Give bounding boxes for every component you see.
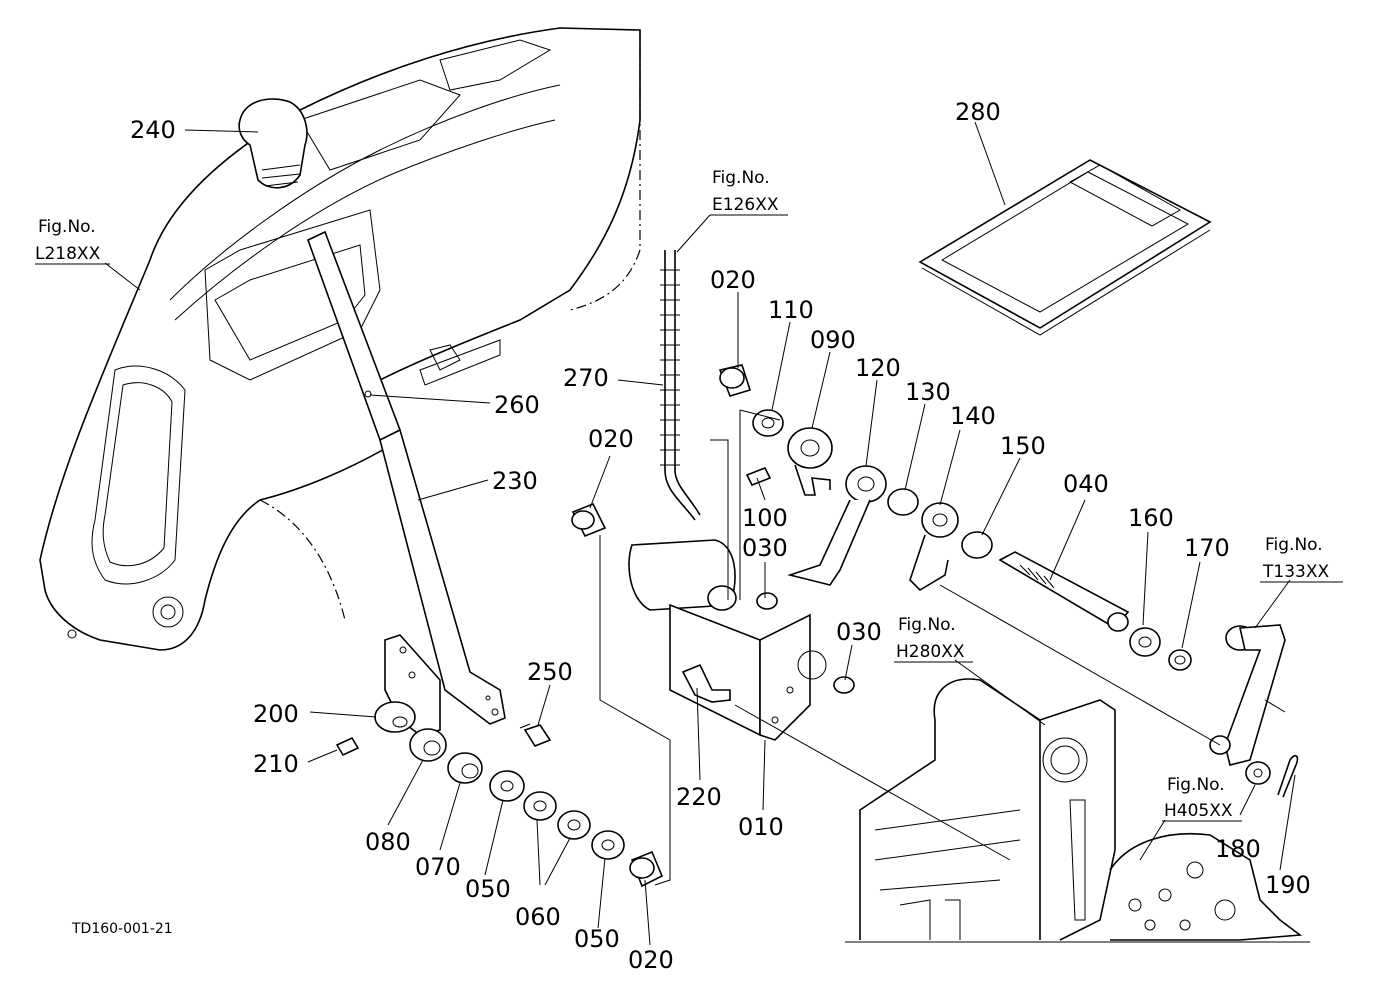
pin-210 (335, 736, 360, 757)
part-label-030-b: 030 (836, 618, 882, 646)
manual-280 (918, 159, 1212, 336)
assembly-lines (599, 409, 1221, 886)
part-label-230: 230 (492, 467, 538, 495)
bushing-020-b (571, 502, 607, 538)
part-label-250: 250 (527, 658, 573, 686)
bolt-250 (519, 723, 552, 747)
hydraulic-housing (845, 678, 1310, 943)
bushing-030-b (833, 676, 855, 694)
part-label-180: 180 (1215, 835, 1261, 863)
cable-270 (660, 250, 701, 521)
linkage-lever-t133 (1209, 624, 1286, 766)
part-label-120: 120 (855, 354, 901, 382)
part-label-080: 080 (365, 828, 411, 856)
part-label-060: 060 (515, 903, 561, 931)
figref-e126-line1: Fig.No. (712, 168, 770, 188)
drawing-id: TD160-001-21 (71, 921, 173, 937)
figref-t133: Fig.No. T133XX (1260, 535, 1343, 583)
figref-l218-line1: Fig.No. (38, 217, 96, 237)
lever-grip-240 (238, 98, 308, 189)
bushing-020-c (629, 850, 664, 888)
part-label-090: 090 (810, 326, 856, 354)
figref-t133-line2: T133XX (1262, 562, 1329, 582)
part-label-110: 110 (768, 296, 814, 324)
cotter-pin-190 (1277, 754, 1299, 798)
part-label-220: 220 (676, 783, 722, 811)
part-label-260: 260 (494, 391, 540, 419)
spring-washer-060 (523, 791, 591, 840)
leader-lines (104, 121, 1296, 946)
main-bracket-010 (628, 539, 827, 741)
washer-160 (1129, 627, 1161, 657)
washer-050-a (489, 770, 525, 802)
bushing-020-a (718, 364, 752, 397)
bolt-220 (681, 663, 731, 703)
bushing-070 (447, 752, 483, 784)
figref-l218-line2: L218XX (35, 244, 101, 264)
figref-h280-line1: Fig.No. (898, 615, 956, 635)
part-label-170: 170 (1184, 534, 1230, 562)
part-label-280: 280 (955, 98, 1001, 126)
part-label-150: 150 (1000, 432, 1046, 460)
bushing-150 (961, 531, 993, 559)
part-label-240: 240 (130, 116, 176, 144)
bracket-200 (374, 634, 441, 736)
bushing-130 (887, 488, 919, 516)
part-label-050-a: 050 (465, 875, 511, 903)
figref-h405: Fig.No. H405XX (1162, 775, 1242, 822)
shaft-040 (998, 551, 1130, 632)
part-label-020-a: 020 (710, 266, 756, 294)
figref-t133-line1: Fig.No. (1265, 535, 1323, 555)
part-label-050-b: 050 (574, 925, 620, 953)
part-label-190: 190 (1265, 871, 1311, 899)
snap-ring-170 (1168, 649, 1192, 671)
part-label-020-c: 020 (628, 946, 674, 974)
part-label-020-b: 020 (588, 425, 634, 453)
figref-h280: Fig.No. H280XX (894, 615, 973, 663)
arm-120 (787, 465, 887, 586)
arm-140 (909, 502, 959, 592)
lever-arm-230 (379, 428, 506, 725)
part-label-100: 100 (742, 504, 788, 532)
part-label-140: 140 (950, 402, 996, 430)
figref-e126-line2: E126XX (712, 195, 779, 215)
part-label-130: 130 (905, 378, 951, 406)
pin-100 (745, 466, 772, 487)
part-label-200: 200 (253, 700, 299, 728)
part-label-040: 040 (1063, 470, 1109, 498)
part-label-010: 010 (738, 813, 784, 841)
lever-rod-260 (307, 230, 402, 442)
part-label-160: 160 (1128, 504, 1174, 532)
figref-h280-line2: H280XX (896, 642, 965, 662)
washer-050-b (591, 830, 625, 860)
arm-090 (787, 427, 833, 496)
washer-080 (409, 728, 447, 762)
part-label-210: 210 (253, 750, 299, 778)
washer-180 (1245, 761, 1271, 785)
part-label-070: 070 (415, 853, 461, 881)
part-label-270: 270 (563, 364, 609, 392)
part-label-030-a: 030 (742, 534, 788, 562)
bushing-030-a (756, 592, 778, 610)
washer-110 (752, 409, 784, 437)
figref-h405-line2: H405XX (1164, 801, 1233, 821)
figref-e126: Fig.No. E126XX (710, 168, 788, 216)
figref-l218: Fig.No. L218XX (35, 217, 110, 265)
figref-h405-line1: Fig.No. (1167, 775, 1225, 795)
